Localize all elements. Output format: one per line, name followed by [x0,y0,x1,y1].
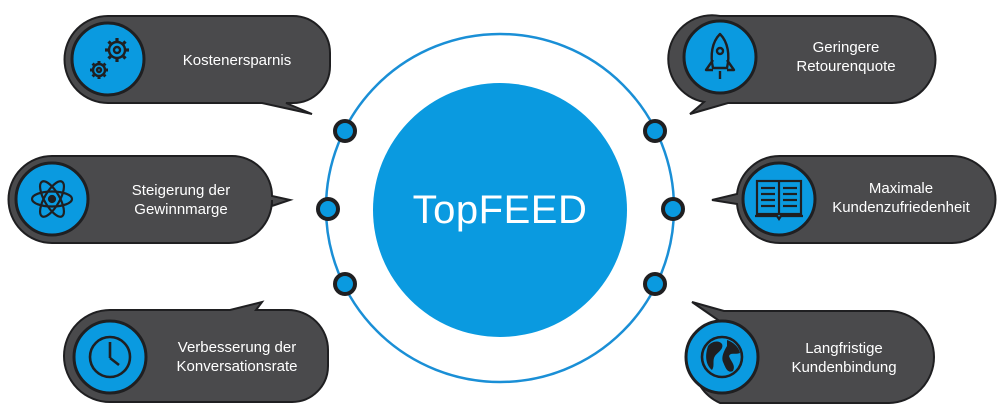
clock-icon [88,335,132,379]
benefit-label-line: Gewinnmarge [134,201,228,218]
benefit-label-line: Geringere [812,39,880,56]
atom-icon [30,180,74,218]
benefit-label-line: Kundenbindung [791,359,897,376]
benefit-label-line: Retourenquote [796,58,896,75]
benefit-bubble-kostenersparnis [63,15,331,115]
benefit-label-line: Konversationsrate [176,358,298,375]
connector-dot [643,119,667,143]
rocket-icon [704,32,736,79]
gears-icon [90,38,129,79]
benefit-label-line: Verbesserung der [177,339,297,356]
connector-dot [316,197,340,221]
book-icon [755,179,803,221]
benefit-bubble-retourenquote [667,14,937,115]
globe-icon [700,335,744,379]
benefit-label-kundenzufriedenheit: Maximale Kundenzufriedenheit [816,176,986,220]
benefit-label-line: Maximale [868,180,934,197]
center-title: TopFEED [412,187,588,232]
connector-dot [333,272,357,296]
center-circle [373,83,627,337]
benefit-label-kundenbindung: Langfristige Kundenbindung [760,336,928,380]
benefit-bubble-kundenbindung [684,301,935,404]
benefit-label-gewinnmarge: Steigerung der Gewinnmarge [92,178,270,222]
connector-dots [316,119,685,296]
connector-dot [333,119,357,143]
connector-dot [643,272,667,296]
benefit-label-kostenersparnis: Kostenersparnis [148,40,326,80]
benefit-bubble-kundenzufriedenheit [711,154,997,245]
benefit-bubble-gewinnmarge [7,155,294,244]
benefit-label-line: Langfristige [805,340,883,357]
benefit-label-retourenquote: Geringere Retourenquote [758,35,934,79]
benefit-label-konversationsrate: Verbesserung der Konversationsrate [148,335,326,379]
benefit-label-line: Kundenzufriedenheit [832,199,970,216]
benefit-label-line: Steigerung der [131,182,231,199]
benefit-label-line: Kostenersparnis [182,51,292,69]
connector-dot [661,197,685,221]
benefit-bubble-konversationsrate [63,300,329,403]
